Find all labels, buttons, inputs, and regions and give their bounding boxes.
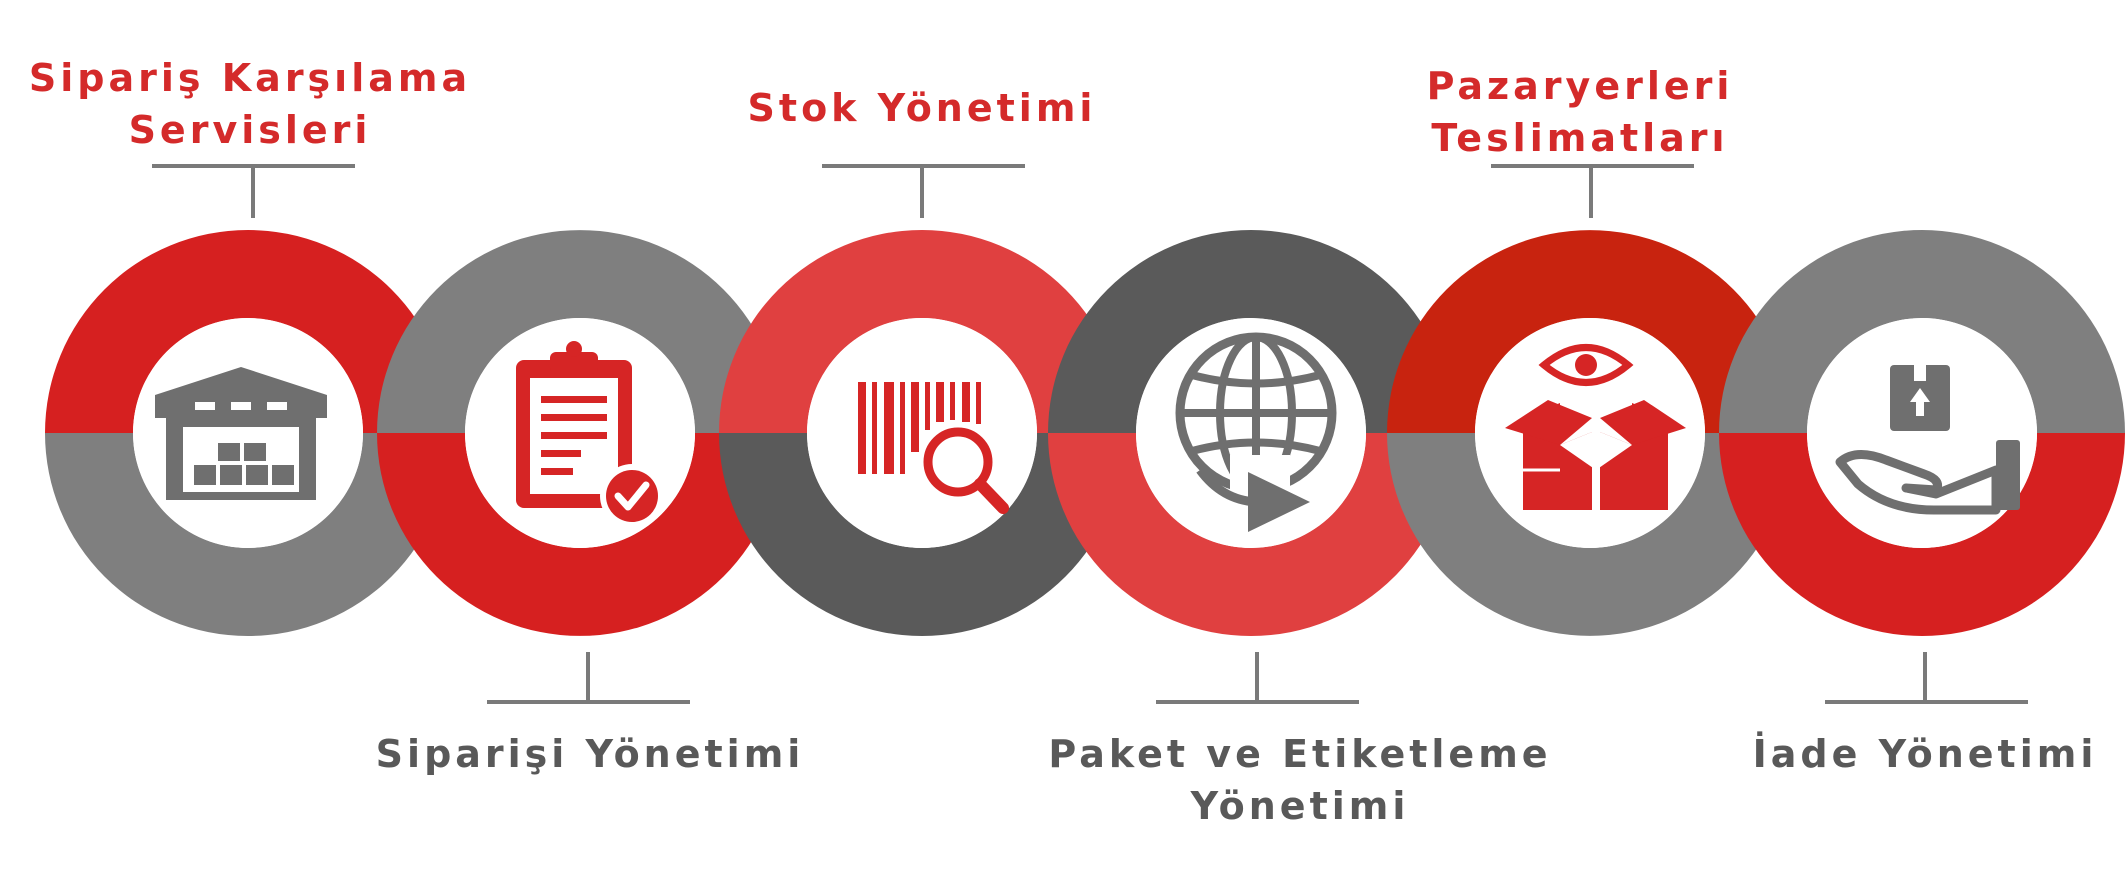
- ring-step-6: [1719, 230, 2125, 636]
- connector-bottom-2: [487, 652, 690, 704]
- step-5-title-line-1: Pazaryerleri: [1426, 64, 1734, 108]
- connector-bottom-6: [1825, 652, 2028, 704]
- step-4-title-line-1: Paket ve Etiketleme: [1048, 732, 1552, 776]
- connector-lines: [152, 164, 2028, 704]
- step-2-title-line-1: Siparişi Yönetimi: [375, 732, 805, 776]
- step-3-title-line-1: Stok Yönetimi: [747, 86, 1097, 130]
- step-1-title-line-2: Servisleri: [128, 108, 372, 152]
- hand-box-icon: [1835, 365, 2020, 515]
- globe-arrow-icon: [1175, 332, 1337, 532]
- connector-top-1: [152, 164, 355, 218]
- ring-step-3: [719, 230, 1125, 636]
- step-6-title-line-1: İade Yönetimi: [1752, 732, 2098, 776]
- step-3-label: Stok Yönetimi: [672, 82, 1172, 134]
- ring-step-4: [1048, 230, 1454, 636]
- connector-top-5: [1491, 164, 1694, 218]
- connector-bottom-4: [1156, 652, 1359, 704]
- step-5-title-line-2: Teslimatları: [1431, 116, 1729, 160]
- step-5-label: Pazaryerleri Teslimatları: [1330, 60, 1830, 164]
- ring-step-1: [45, 230, 451, 636]
- warehouse-icon: [155, 367, 327, 500]
- step-2-label: Siparişi Yönetimi: [340, 728, 840, 780]
- barcode-search-icon: [858, 382, 1009, 514]
- clipboard-check-icon: [516, 341, 664, 528]
- ring-step-5: [1387, 230, 1793, 636]
- connector-top-3: [822, 164, 1025, 218]
- step-1-title-line-1: Sipariş Karşılama: [28, 56, 472, 100]
- step-1-label: Sipariş Karşılama Servisleri: [0, 52, 500, 156]
- step-4-title-line-2: Yönetimi: [1190, 784, 1410, 828]
- box-eye-icon: [1505, 344, 1686, 510]
- ring-step-2: [377, 230, 783, 636]
- step-4-label: Paket ve Etiketleme Yönetimi: [1000, 728, 1600, 832]
- step-6-label: İade Yönetimi: [1725, 728, 2125, 780]
